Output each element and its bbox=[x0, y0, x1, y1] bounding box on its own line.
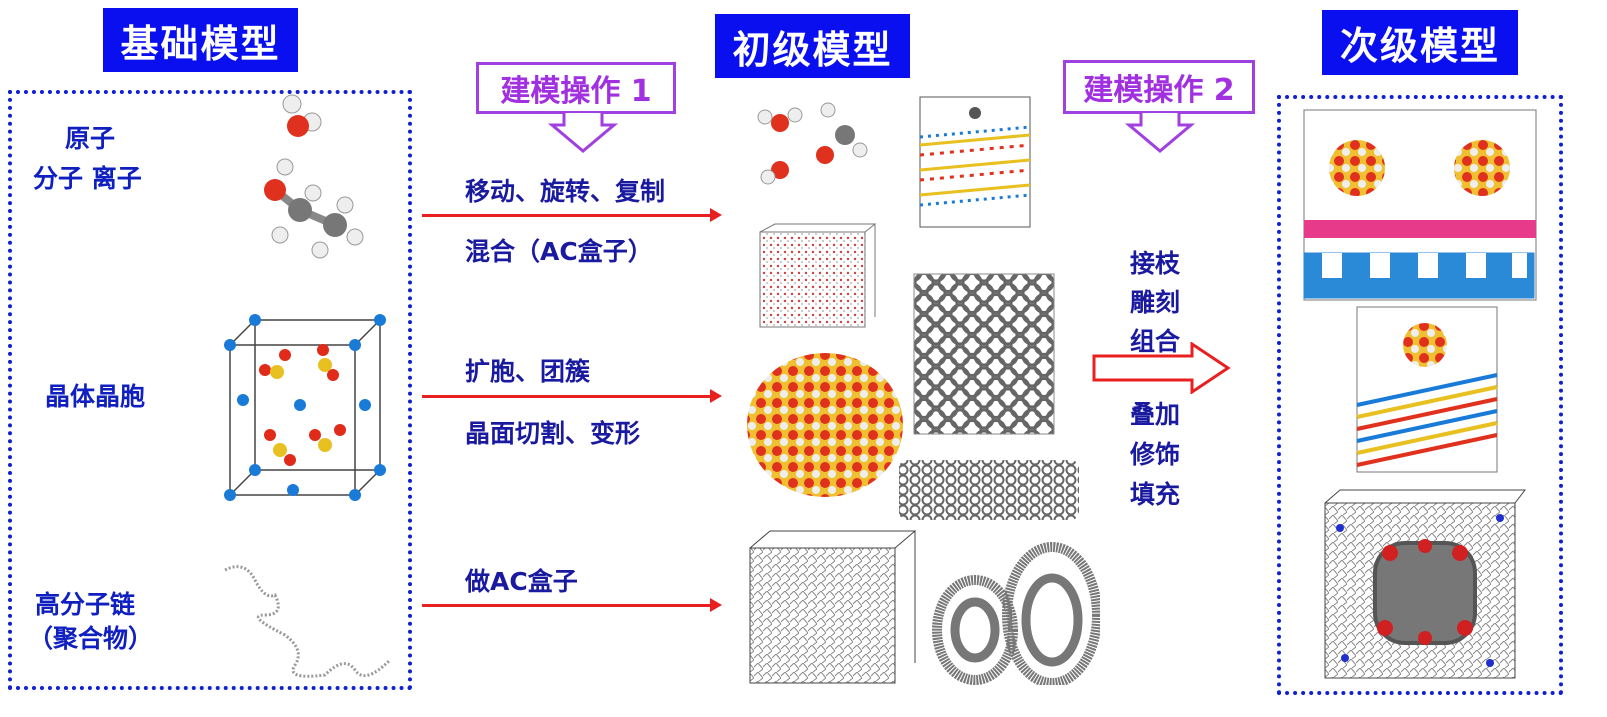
nanoparticles-on-patterned-substrate-image bbox=[1303, 109, 1537, 301]
op-mix-ac-box: 混合（AC盒子） bbox=[465, 237, 653, 266]
op-cut-deform: 晶面切割、变形 bbox=[465, 419, 641, 448]
basic-model-frame bbox=[8, 90, 412, 690]
modeling-operation-2-callout: 建模操作 2 bbox=[1063, 60, 1255, 114]
op-stack: 叠加 bbox=[1130, 400, 1181, 429]
label-atom: 原子 bbox=[65, 124, 116, 153]
graphene-sheet-image bbox=[913, 273, 1055, 435]
op-expand-cluster: 扩胞、团簇 bbox=[465, 357, 591, 386]
filled-nanotube-polymer-box-image bbox=[1324, 489, 1527, 679]
crystal-unit-cell-image bbox=[224, 314, 386, 501]
carbon-nanotube-image bbox=[899, 460, 1079, 520]
big-hollow-arrow-icon bbox=[1092, 342, 1231, 394]
op-combine: 组合 bbox=[1130, 327, 1181, 356]
arrow-2 bbox=[422, 389, 722, 403]
op-fill: 填充 bbox=[1130, 480, 1181, 509]
op-graft: 接枝 bbox=[1130, 249, 1181, 278]
crystal-slab-image bbox=[919, 96, 1031, 228]
label-molecule-ion: 分子 离子 bbox=[33, 164, 142, 193]
amorphous-mixture-box-image bbox=[759, 223, 877, 328]
title-secondary-model: 次级模型 bbox=[1322, 10, 1518, 75]
label-polymer-chain: 高分子链 bbox=[35, 590, 136, 619]
concentric-nanotubes-image bbox=[932, 542, 1100, 685]
water-molecule-image bbox=[282, 94, 322, 137]
title-basic-model: 基础模型 bbox=[103, 8, 298, 72]
label-crystal-cell: 晶体晶胞 bbox=[45, 382, 146, 411]
op-carve: 雕刻 bbox=[1130, 288, 1181, 317]
cluster-on-crystal-slab-image bbox=[1356, 306, 1498, 473]
op-modify: 修饰 bbox=[1130, 440, 1181, 469]
ethanol-molecule-image bbox=[264, 158, 364, 259]
title-primary-model: 初级模型 bbox=[715, 14, 910, 78]
op-move-rotate-copy: 移动、旋转、复制 bbox=[465, 177, 666, 206]
water-ethanol-cluster-image bbox=[757, 102, 868, 185]
nanoparticle-cluster-image bbox=[747, 353, 903, 497]
callout-1-pointer-icon bbox=[548, 113, 618, 153]
polymer-ac-box-image bbox=[749, 530, 917, 684]
polymer-chain-image bbox=[224, 565, 392, 678]
arrow-3 bbox=[422, 598, 722, 612]
secondary-model-frame bbox=[1277, 95, 1563, 695]
callout-2-pointer-icon bbox=[1125, 113, 1195, 153]
arrow-1 bbox=[422, 208, 722, 222]
label-polymer-sub: （聚合物） bbox=[28, 624, 154, 653]
op-make-ac-box: 做AC盒子 bbox=[465, 567, 578, 596]
modeling-operation-1-callout: 建模操作 1 bbox=[476, 62, 676, 114]
